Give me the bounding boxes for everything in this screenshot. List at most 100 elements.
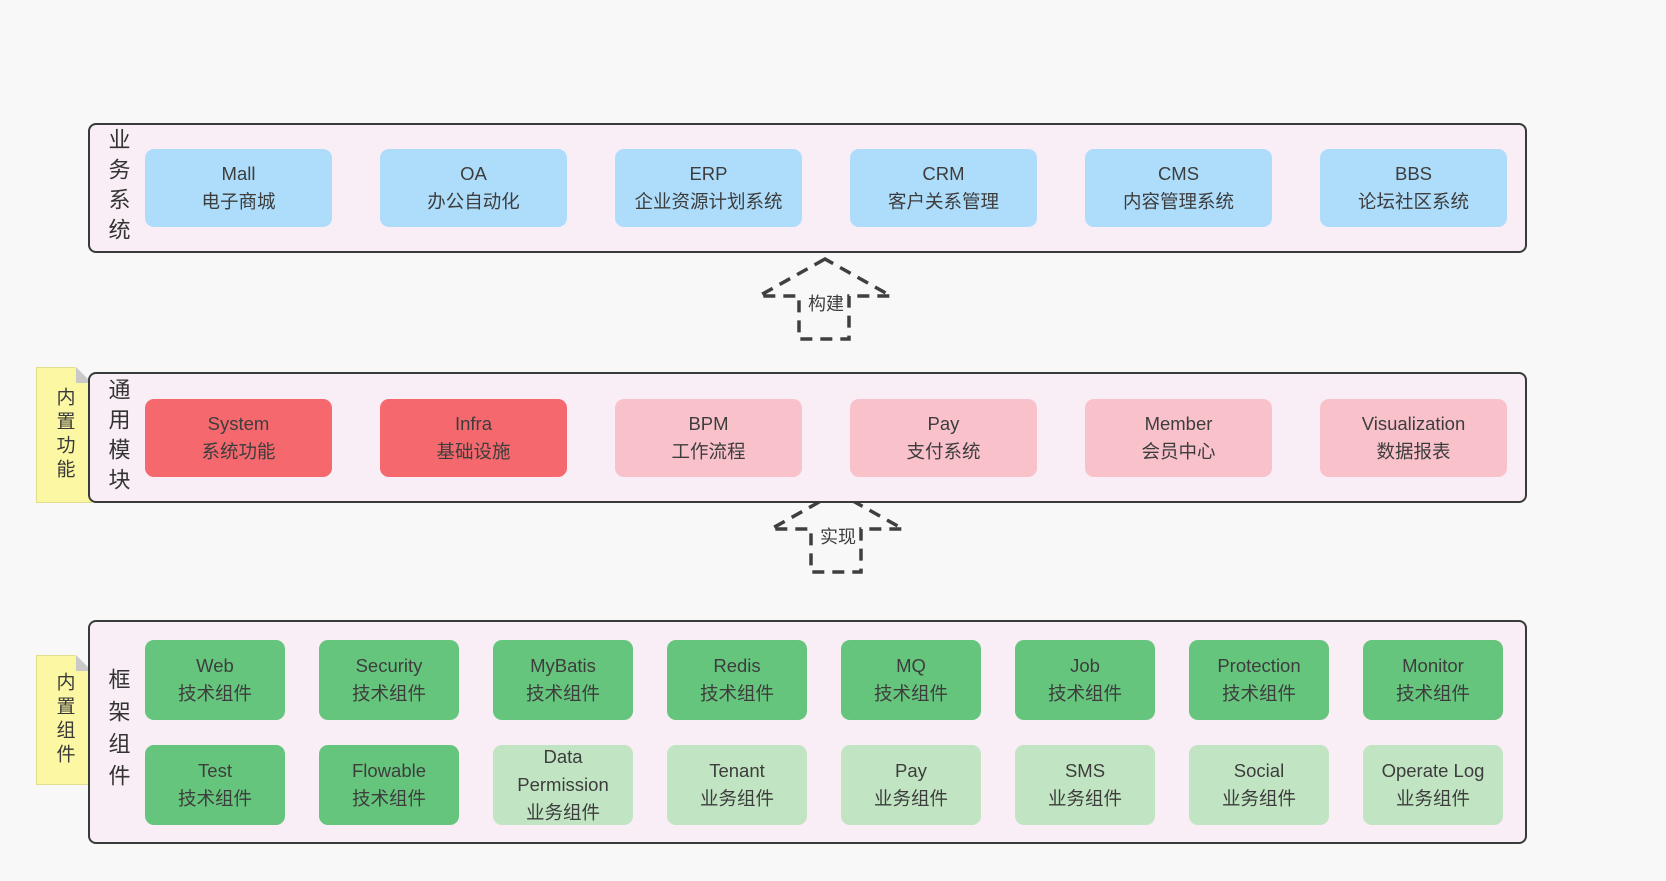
box-title: Visualization (1361, 412, 1466, 434)
box-system: System 系统功能 (145, 398, 332, 477)
box-subtitle: 业务组件 (699, 787, 774, 809)
box-subtitle: 技术组件 (351, 787, 426, 809)
box-title: MyBatis (530, 654, 596, 676)
box-pay-module: Pay 支付系统 (850, 398, 1037, 477)
box-title: System (207, 412, 270, 434)
box-title: Pay (927, 412, 960, 434)
box-social: Social 业务组件 (1189, 744, 1329, 825)
box-redis: Redis 技术组件 (667, 639, 807, 720)
box-title: Infra (454, 412, 493, 434)
box-subtitle: 支付系统 (906, 440, 981, 462)
sticky-note-text: 内置组件 (53, 672, 75, 768)
box-title: Job (1070, 654, 1100, 676)
arrow-build: 构建 (756, 256, 896, 342)
box-title: Operate Log (1381, 759, 1485, 781)
box-title: Test (198, 759, 232, 781)
box-title: Mall (221, 163, 256, 184)
box-subtitle: 业务组件 (525, 801, 600, 823)
box-security: Security 技术组件 (319, 639, 459, 720)
box-subtitle: 技术组件 (873, 682, 948, 704)
box-title: OA (460, 163, 487, 184)
box-title: Pay (895, 759, 927, 781)
box-subtitle: 技术组件 (177, 787, 252, 809)
box-subtitle: 数据报表 (1376, 440, 1451, 462)
modules-boxes-row: System 系统功能 Infra 基础设施 BPM 工作流程 Pay 支付系统… (145, 398, 1507, 477)
box-title: BBS (1394, 163, 1433, 184)
panel-common-modules-label: 通用模块 (105, 377, 131, 498)
box-pay-component: Pay 业务组件 (841, 744, 981, 825)
business-boxes-row: Mall 电子商城 OA 办公自动化 ERP 企业资源计划系统 CRM 客户关系… (145, 149, 1507, 227)
box-flowable: Flowable 技术组件 (319, 744, 459, 825)
box-data-permission: Data Permission 业务组件 (493, 744, 633, 825)
box-subtitle: 业务组件 (1047, 787, 1122, 809)
box-monitor: Monitor 技术组件 (1363, 639, 1503, 720)
box-subtitle: 内容管理系统 (1122, 191, 1234, 212)
box-subtitle: 会员中心 (1141, 440, 1216, 462)
panel-framework-components: 框架组件 Web 技术组件 Security 技术组件 MyBatis 技术组件… (88, 620, 1527, 844)
box-title: CMS (1157, 163, 1200, 184)
box-mybatis: MyBatis 技术组件 (493, 639, 633, 720)
box-title: Protection (1217, 654, 1301, 676)
box-member: Member 会员中心 (1085, 398, 1272, 477)
box-subtitle: 技术组件 (351, 682, 426, 704)
box-title: Web (196, 654, 234, 676)
box-subtitle: 业务组件 (1221, 787, 1296, 809)
sticky-note-built-in-components: 内置组件 (36, 655, 92, 785)
box-subtitle: 技术组件 (1221, 682, 1296, 704)
sticky-note-built-in-features: 内置功能 (36, 367, 92, 503)
box-cms: CMS 内容管理系统 (1085, 149, 1272, 227)
box-title: MQ (896, 654, 926, 676)
box-bpm: BPM 工作流程 (615, 398, 802, 477)
box-subtitle: 技术组件 (177, 682, 252, 704)
box-erp: ERP 企业资源计划系统 (615, 149, 802, 227)
box-subtitle: 业务组件 (1395, 787, 1470, 809)
framework-row-2: Test 技术组件 Flowable 技术组件 Data Permission … (145, 744, 1503, 825)
arrow-implement-label: 实现 (817, 522, 859, 551)
box-test: Test 技术组件 (145, 744, 285, 825)
panel-business-systems: 业务系统 Mall 电子商城 OA 办公自动化 ERP 企业资源计划系统 CRM… (88, 123, 1527, 253)
framework-boxes-grid: Web 技术组件 Security 技术组件 MyBatis 技术组件 Redi… (145, 639, 1503, 825)
box-crm: CRM 客户关系管理 (850, 149, 1037, 227)
box-subtitle: 技术组件 (699, 682, 774, 704)
box-title: ERP (689, 163, 728, 184)
arrow-build-label: 构建 (805, 289, 847, 318)
box-title: Monitor (1402, 654, 1464, 676)
box-operate-log: Operate Log 业务组件 (1363, 744, 1503, 825)
box-subtitle: 基础设施 (436, 440, 511, 462)
box-subtitle: 工作流程 (671, 440, 746, 462)
box-bbs: BBS 论坛社区系统 (1320, 149, 1507, 227)
dashed-up-arrow-icon (768, 489, 908, 574)
box-title: Member (1144, 412, 1213, 434)
box-title: Tenant (709, 759, 765, 781)
box-subtitle: 业务组件 (873, 787, 948, 809)
box-mq: MQ 技术组件 (841, 639, 981, 720)
arrow-implement: 实现 (768, 489, 908, 575)
box-title: Data Permission (517, 745, 609, 795)
box-title: CRM (922, 163, 965, 184)
box-sms: SMS 业务组件 (1015, 744, 1155, 825)
box-title: SMS (1064, 759, 1106, 781)
box-subtitle: 技术组件 (1395, 682, 1470, 704)
box-title: Social (1233, 759, 1285, 781)
box-title: Flowable (351, 759, 427, 781)
panel-common-modules: 通用模块 System 系统功能 Infra 基础设施 BPM 工作流程 Pay… (88, 372, 1527, 503)
box-title: Security (355, 654, 423, 676)
box-subtitle: 电子商城 (201, 191, 276, 212)
box-subtitle: 论坛社区系统 (1357, 191, 1469, 212)
panel-business-systems-label: 业务系统 (105, 128, 131, 248)
panel-framework-components-label: 框架组件 (105, 668, 131, 796)
box-subtitle: 技术组件 (525, 682, 600, 704)
box-web: Web 技术组件 (145, 639, 285, 720)
box-subtitle: 技术组件 (1047, 682, 1122, 704)
box-infra: Infra 基础设施 (380, 398, 567, 477)
box-protection: Protection 技术组件 (1189, 639, 1329, 720)
sticky-note-text: 内置功能 (53, 387, 75, 483)
dashed-up-arrow-icon (756, 256, 896, 341)
box-job: Job 技术组件 (1015, 639, 1155, 720)
box-subtitle: 系统功能 (201, 440, 276, 462)
box-subtitle: 客户关系管理 (887, 191, 999, 212)
framework-row-1: Web 技术组件 Security 技术组件 MyBatis 技术组件 Redi… (145, 639, 1503, 720)
box-subtitle: 办公自动化 (427, 191, 520, 212)
box-visualization: Visualization 数据报表 (1320, 398, 1507, 477)
